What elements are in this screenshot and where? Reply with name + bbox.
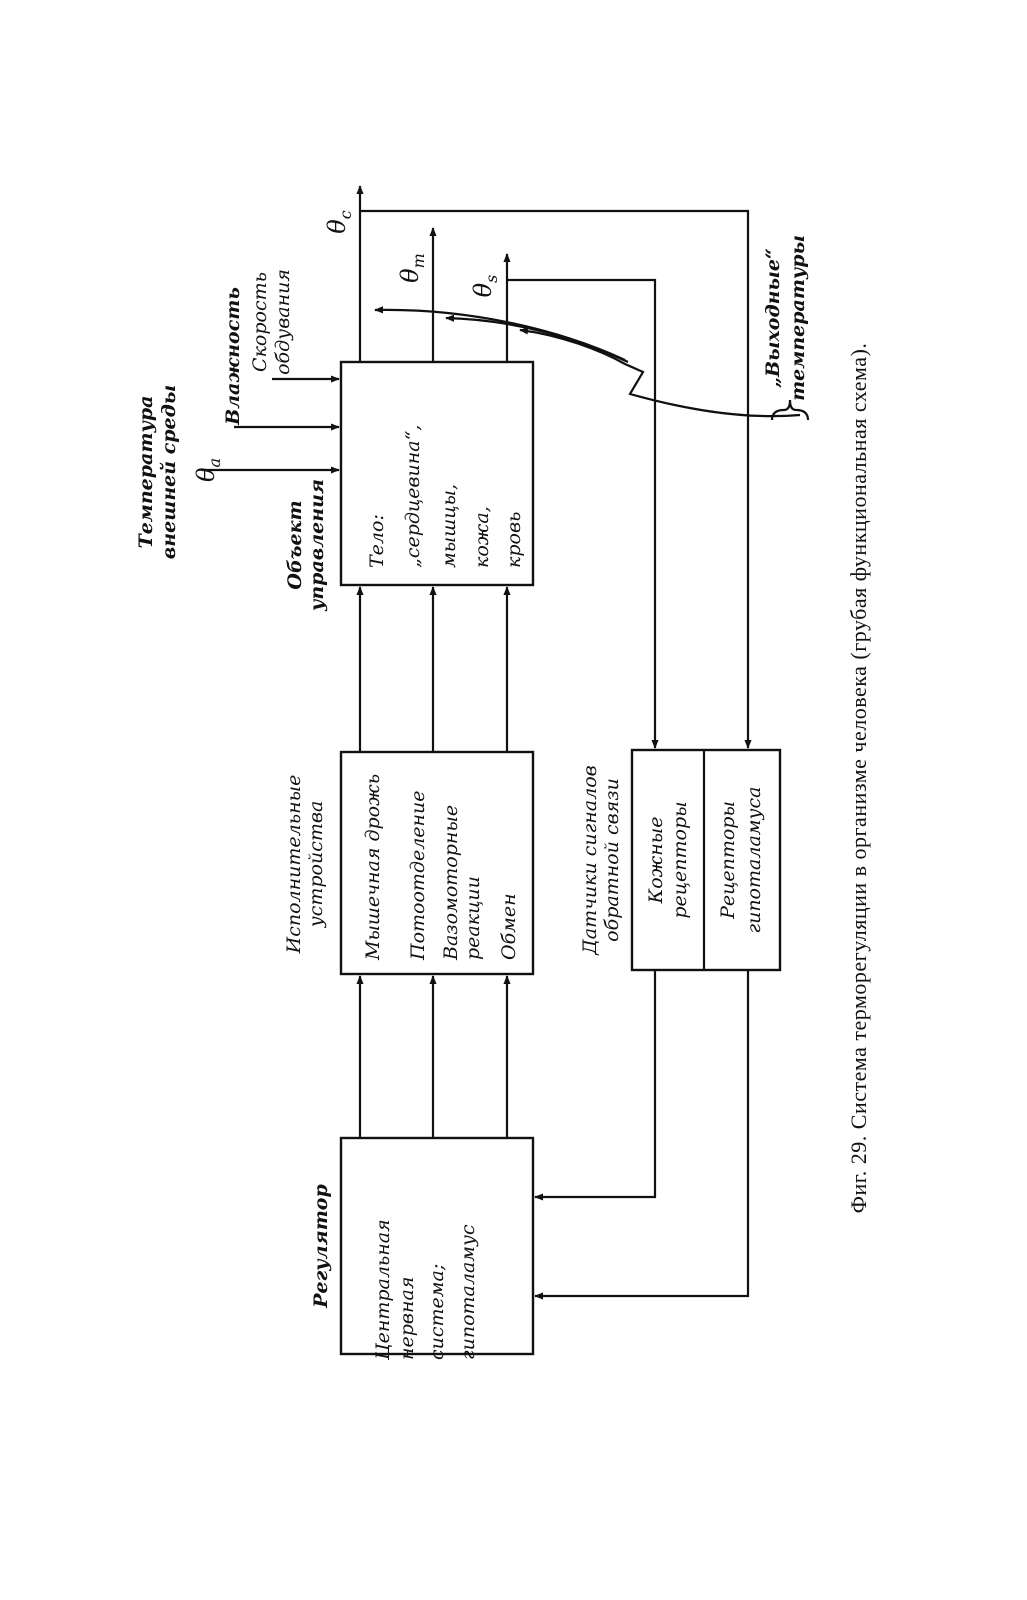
theta-a-label: θa	[192, 458, 224, 482]
sensors-title-1: Датчики сигналов	[579, 765, 601, 955]
actuator-metabolism: Обмен	[498, 893, 520, 960]
temperature-label-2: внешней среды	[158, 385, 180, 559]
feedback-skin-receptors-to-regulator	[534, 970, 657, 1201]
airspeed-label-1: Скорость	[249, 272, 271, 372]
actuator-vasomotor-2: реакции	[462, 876, 484, 960]
theta-s-label: θs	[469, 275, 501, 298]
sensors-box	[630, 748, 782, 972]
regulator-line-1: Центральная	[372, 1219, 394, 1361]
body-line-4: кожа,	[471, 506, 493, 568]
humidity-label: Влажность	[222, 287, 244, 426]
body-line-5: кровь	[503, 512, 525, 568]
output-pointer-theta-c	[374, 306, 626, 361]
actuators-title-2: устройства	[305, 801, 327, 929]
actuators-box	[339, 750, 535, 976]
airspeed-label-2: обдувания	[272, 269, 294, 375]
regulator-line-4: гипоталамус	[457, 1224, 479, 1360]
actuators-title-1: Исполнительные	[283, 775, 305, 955]
output-brace	[770, 399, 810, 421]
figure-caption: Фиг. 29. Система терморегуляции в органи…	[846, 343, 871, 1214]
output-temperatures-label-1: „Выходные“	[762, 248, 784, 388]
body-line-2: „сердцевина“,	[402, 425, 424, 568]
hypothalamus-receptors-2: гипоталамуса	[743, 786, 765, 933]
body-box	[339, 360, 535, 587]
feedback-hypothalamus-receptors-to-regulator	[534, 970, 750, 1300]
feedback-skin-to-skin-receptors	[507, 278, 659, 749]
body-line-3: мышцы,	[438, 484, 460, 568]
theta-m-label: θm	[396, 253, 428, 283]
temperature-label-1: Температура	[135, 396, 157, 549]
output-temperatures-label-2: температуры	[787, 235, 809, 401]
theta-c-label: θc	[323, 210, 355, 233]
skin-receptors-1: Кожные	[645, 817, 667, 905]
actuator-sweating: Потоотделение	[407, 790, 429, 961]
sensors-title-2: обратной связи	[601, 778, 623, 942]
regulator-line-2: нервная	[396, 1277, 418, 1360]
regulator-title: Регулятор	[310, 1184, 332, 1309]
regulator-box	[339, 1136, 535, 1356]
regulator-line-3: система;	[426, 1264, 448, 1360]
body-title-2: управления	[306, 479, 328, 612]
output-pointer-theta-m	[445, 314, 629, 364]
body-title-1: Объект	[284, 500, 306, 589]
hypothalamus-receptors-1: Рецепторы	[717, 801, 739, 920]
body-line-1: Тело:	[366, 514, 388, 568]
output-pointer-theta-s	[519, 327, 801, 418]
actuator-shivering: Мышечная дрожь	[362, 774, 384, 961]
feedback-core-to-hypothalamus-receptors	[360, 209, 752, 749]
actuator-vasomotor-1: Вазомоторные	[440, 805, 462, 961]
skin-receptors-2: рецепторы	[669, 801, 691, 918]
